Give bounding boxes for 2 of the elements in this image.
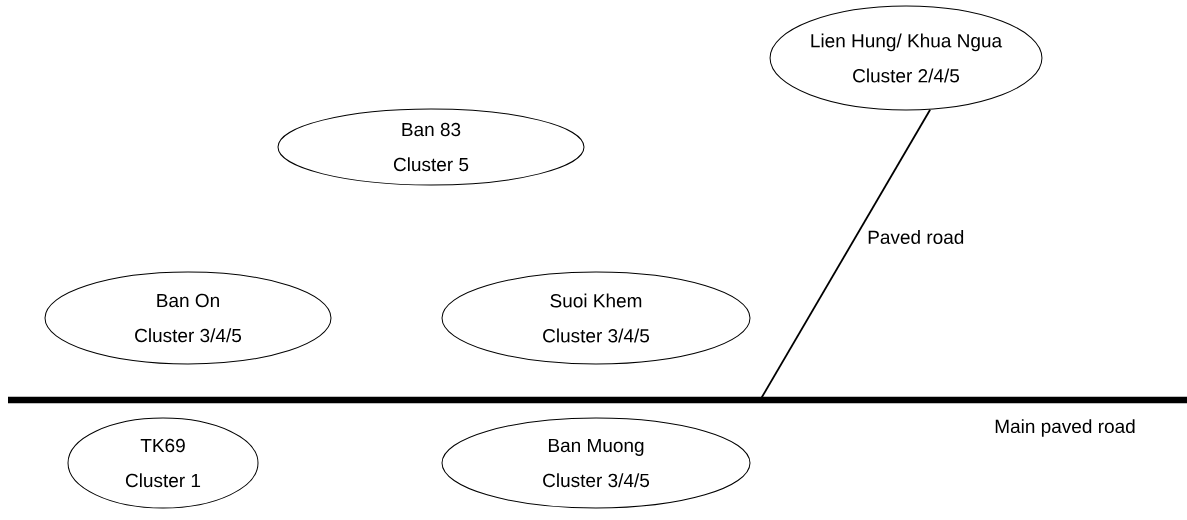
road-name: Main paved road: [995, 419, 1135, 437]
edge-label: Paved road: [866, 229, 966, 245]
